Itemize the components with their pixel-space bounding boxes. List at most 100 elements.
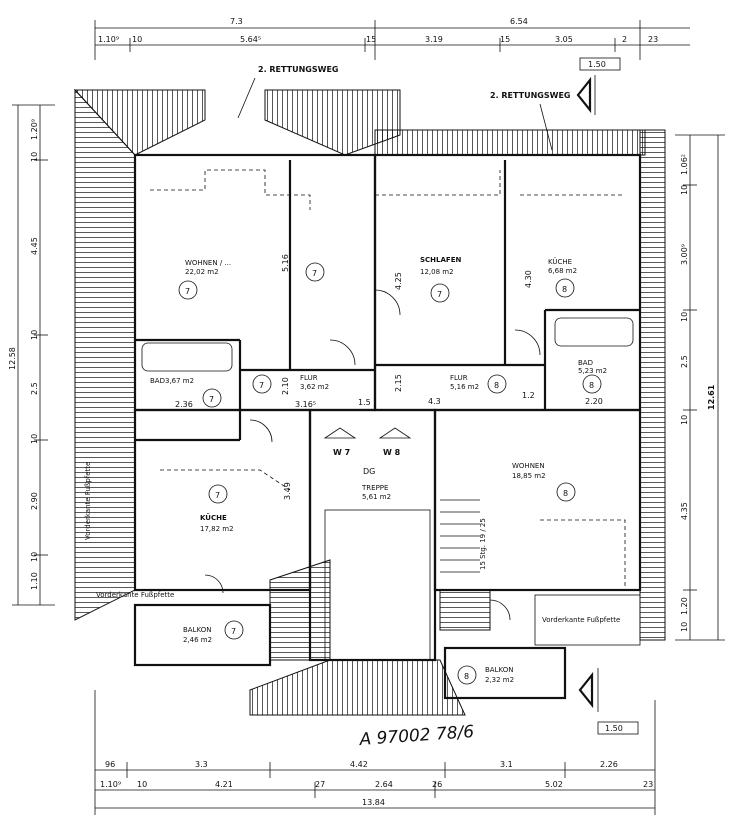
inner-dim: 2.20	[585, 397, 603, 406]
room-area-flur-8: 5,16 m2	[450, 383, 479, 391]
inner-dim: 3.16⁵	[295, 400, 316, 409]
room-area-kueche-8: 6,68 m2	[548, 267, 577, 275]
dim-bottom-5: 2.26	[600, 760, 618, 769]
room-area-treppe: 5,61 m2	[362, 493, 391, 501]
dim-bottom2-4: 27	[315, 780, 325, 789]
dim-right-3: 3.00⁹	[680, 244, 689, 265]
dim-bottom2-5: 2.64	[375, 780, 393, 789]
dim-top2-8: 2	[622, 35, 627, 44]
archive-stamp: A 97002 78/6	[358, 722, 475, 750]
inner-dim: 3.49	[283, 482, 292, 500]
dim-top2-5: 3.19	[425, 35, 443, 44]
top-dimensions: 7.3 6.54 1.10⁹ 10 5.64⁵ 15 3.19 15 3.05 …	[94, 17, 690, 115]
w8-label: W 8	[383, 448, 401, 457]
dim-top2-1: 1.10⁹	[98, 35, 119, 44]
inner-dim: 5.16	[281, 254, 290, 272]
inner-dim: 4.30	[524, 270, 533, 288]
dim-right-5: 2.5	[680, 355, 689, 368]
inner-dim: 2.10	[281, 377, 290, 395]
dim-top-2: 6.54	[510, 17, 528, 26]
vorderkante-right: Vorderkante Fußpfette	[542, 616, 620, 624]
dim-top2-2: 10	[132, 35, 142, 44]
dim-bottom2-1: 1.10⁹	[100, 780, 121, 789]
dim-right-6: 10	[680, 415, 689, 425]
unit-marker: 8	[589, 381, 594, 390]
balconies	[133, 594, 641, 700]
dim-right-1: 1.06²	[680, 154, 689, 175]
dim-bottom2-7: 5.02	[545, 780, 563, 789]
dim-top2-9: 23	[648, 35, 658, 44]
w7-label: W 7	[333, 448, 350, 457]
room-name-schlafen: SCHLAFEN	[420, 256, 461, 264]
inner-dim: 4.3	[428, 397, 441, 406]
dim-right-9: 10	[680, 622, 689, 632]
vorderkante-left: Vorderkante Fußpfette	[96, 591, 174, 599]
inner-dim: 1.5	[358, 398, 371, 407]
bottom-dimensions: 96 3.3 4.42 3.1 2.26 1.10⁹ 10 4.21 27 2.…	[94, 690, 656, 815]
section-width-bottom: 1.50	[605, 724, 623, 733]
dg-label: DG	[363, 467, 375, 476]
dim-right-4: 10	[680, 312, 689, 322]
unit-marker: 8	[562, 285, 567, 294]
dim-left-total: 12.58	[8, 347, 17, 370]
dim-top2-3: 5.64⁵	[240, 35, 261, 44]
dim-bottom-total: 13.84	[362, 798, 385, 807]
room-area-bad-8: 5,23 m2	[578, 367, 607, 375]
room-name-balkon-8: BALKON	[485, 666, 513, 674]
dim-bottom2-3: 4.21	[215, 780, 233, 789]
room-name-flur-7: FLUR	[300, 374, 318, 382]
room-name-kueche-8: KÜCHE	[548, 257, 572, 266]
dim-top2-6: 15	[500, 35, 510, 44]
room-name-kueche-7: KÜCHE	[200, 513, 227, 522]
dim-left-7: 2.90	[30, 492, 39, 510]
dim-right-7: 4.35	[680, 502, 689, 520]
inner-dim: 2.15	[394, 374, 403, 392]
room-name-wohnen-8: WOHNEN	[512, 462, 545, 470]
dim-left-8: 10	[30, 552, 39, 562]
dim-left-6: 10	[30, 434, 39, 444]
dim-right-2: 10	[680, 185, 689, 195]
dim-left-3: 4.45	[30, 237, 39, 255]
inner-dim: 4.25	[394, 272, 403, 290]
stair-steps	[440, 499, 480, 573]
room-area-bad-7: 3,67 m2	[165, 377, 194, 385]
vorderkante-vertical: Vorderkante Fußpfette	[84, 462, 92, 540]
dim-bottom2-6: 26	[432, 780, 442, 789]
dim-right-total: 12.61	[707, 384, 716, 410]
unit-marker: 7	[209, 395, 214, 404]
room-name-bad-8: BAD	[578, 359, 593, 367]
dim-bottom-1: 96	[105, 760, 115, 769]
room-name-flur-8: FLUR	[450, 374, 468, 382]
dim-top2-7: 3.05	[555, 35, 573, 44]
unit-marker: 7	[231, 627, 236, 636]
dim-left-4: 10	[30, 330, 39, 340]
unit-marker: 7	[437, 290, 442, 299]
unit-marker: 7	[259, 381, 264, 390]
unit-marker: 8	[563, 489, 568, 498]
dim-top-1: 7.3	[230, 17, 243, 26]
room-area-flur-7: 3,62 m2	[300, 383, 329, 391]
inner-dim: 1.2	[522, 391, 535, 400]
dim-left-1: 1.20⁹	[30, 119, 39, 140]
unit-marker: 7	[312, 269, 317, 278]
room-area-wohnen-7: 22,02 m2	[185, 268, 219, 276]
dim-left-2: 10	[30, 152, 39, 162]
room-area-balkon-7: 2,46 m2	[183, 636, 212, 644]
room-area-balkon-8: 2,32 m2	[485, 676, 514, 684]
stairs-label: 15 Stg. 19 / 25	[479, 518, 487, 570]
room-name-wohnen-7: WOHNEN / ...	[185, 259, 231, 267]
unit-marker: 7	[215, 491, 220, 500]
escape-route-right: 2. RETTUNGSWEG	[490, 91, 571, 100]
room-name-treppe: TREPPE	[361, 484, 388, 492]
section-width-top: 1.50	[588, 60, 606, 69]
roof-hatching	[73, 88, 666, 716]
dim-top2-4: 15	[366, 35, 376, 44]
dim-left-5: 2.5	[30, 382, 39, 395]
dim-bottom-3: 4.42	[350, 760, 368, 769]
dim-right-8: 1.20	[680, 597, 689, 615]
room-area-schlafen: 12,08 m2	[420, 268, 454, 276]
escape-route-left: 2. RETTUNGSWEG	[258, 65, 339, 74]
unit-marker: 7	[185, 287, 190, 296]
left-dimensions: 1.20⁹ 10 4.45 10 2.5 10 2.90 10 1.10 12.…	[8, 104, 55, 606]
